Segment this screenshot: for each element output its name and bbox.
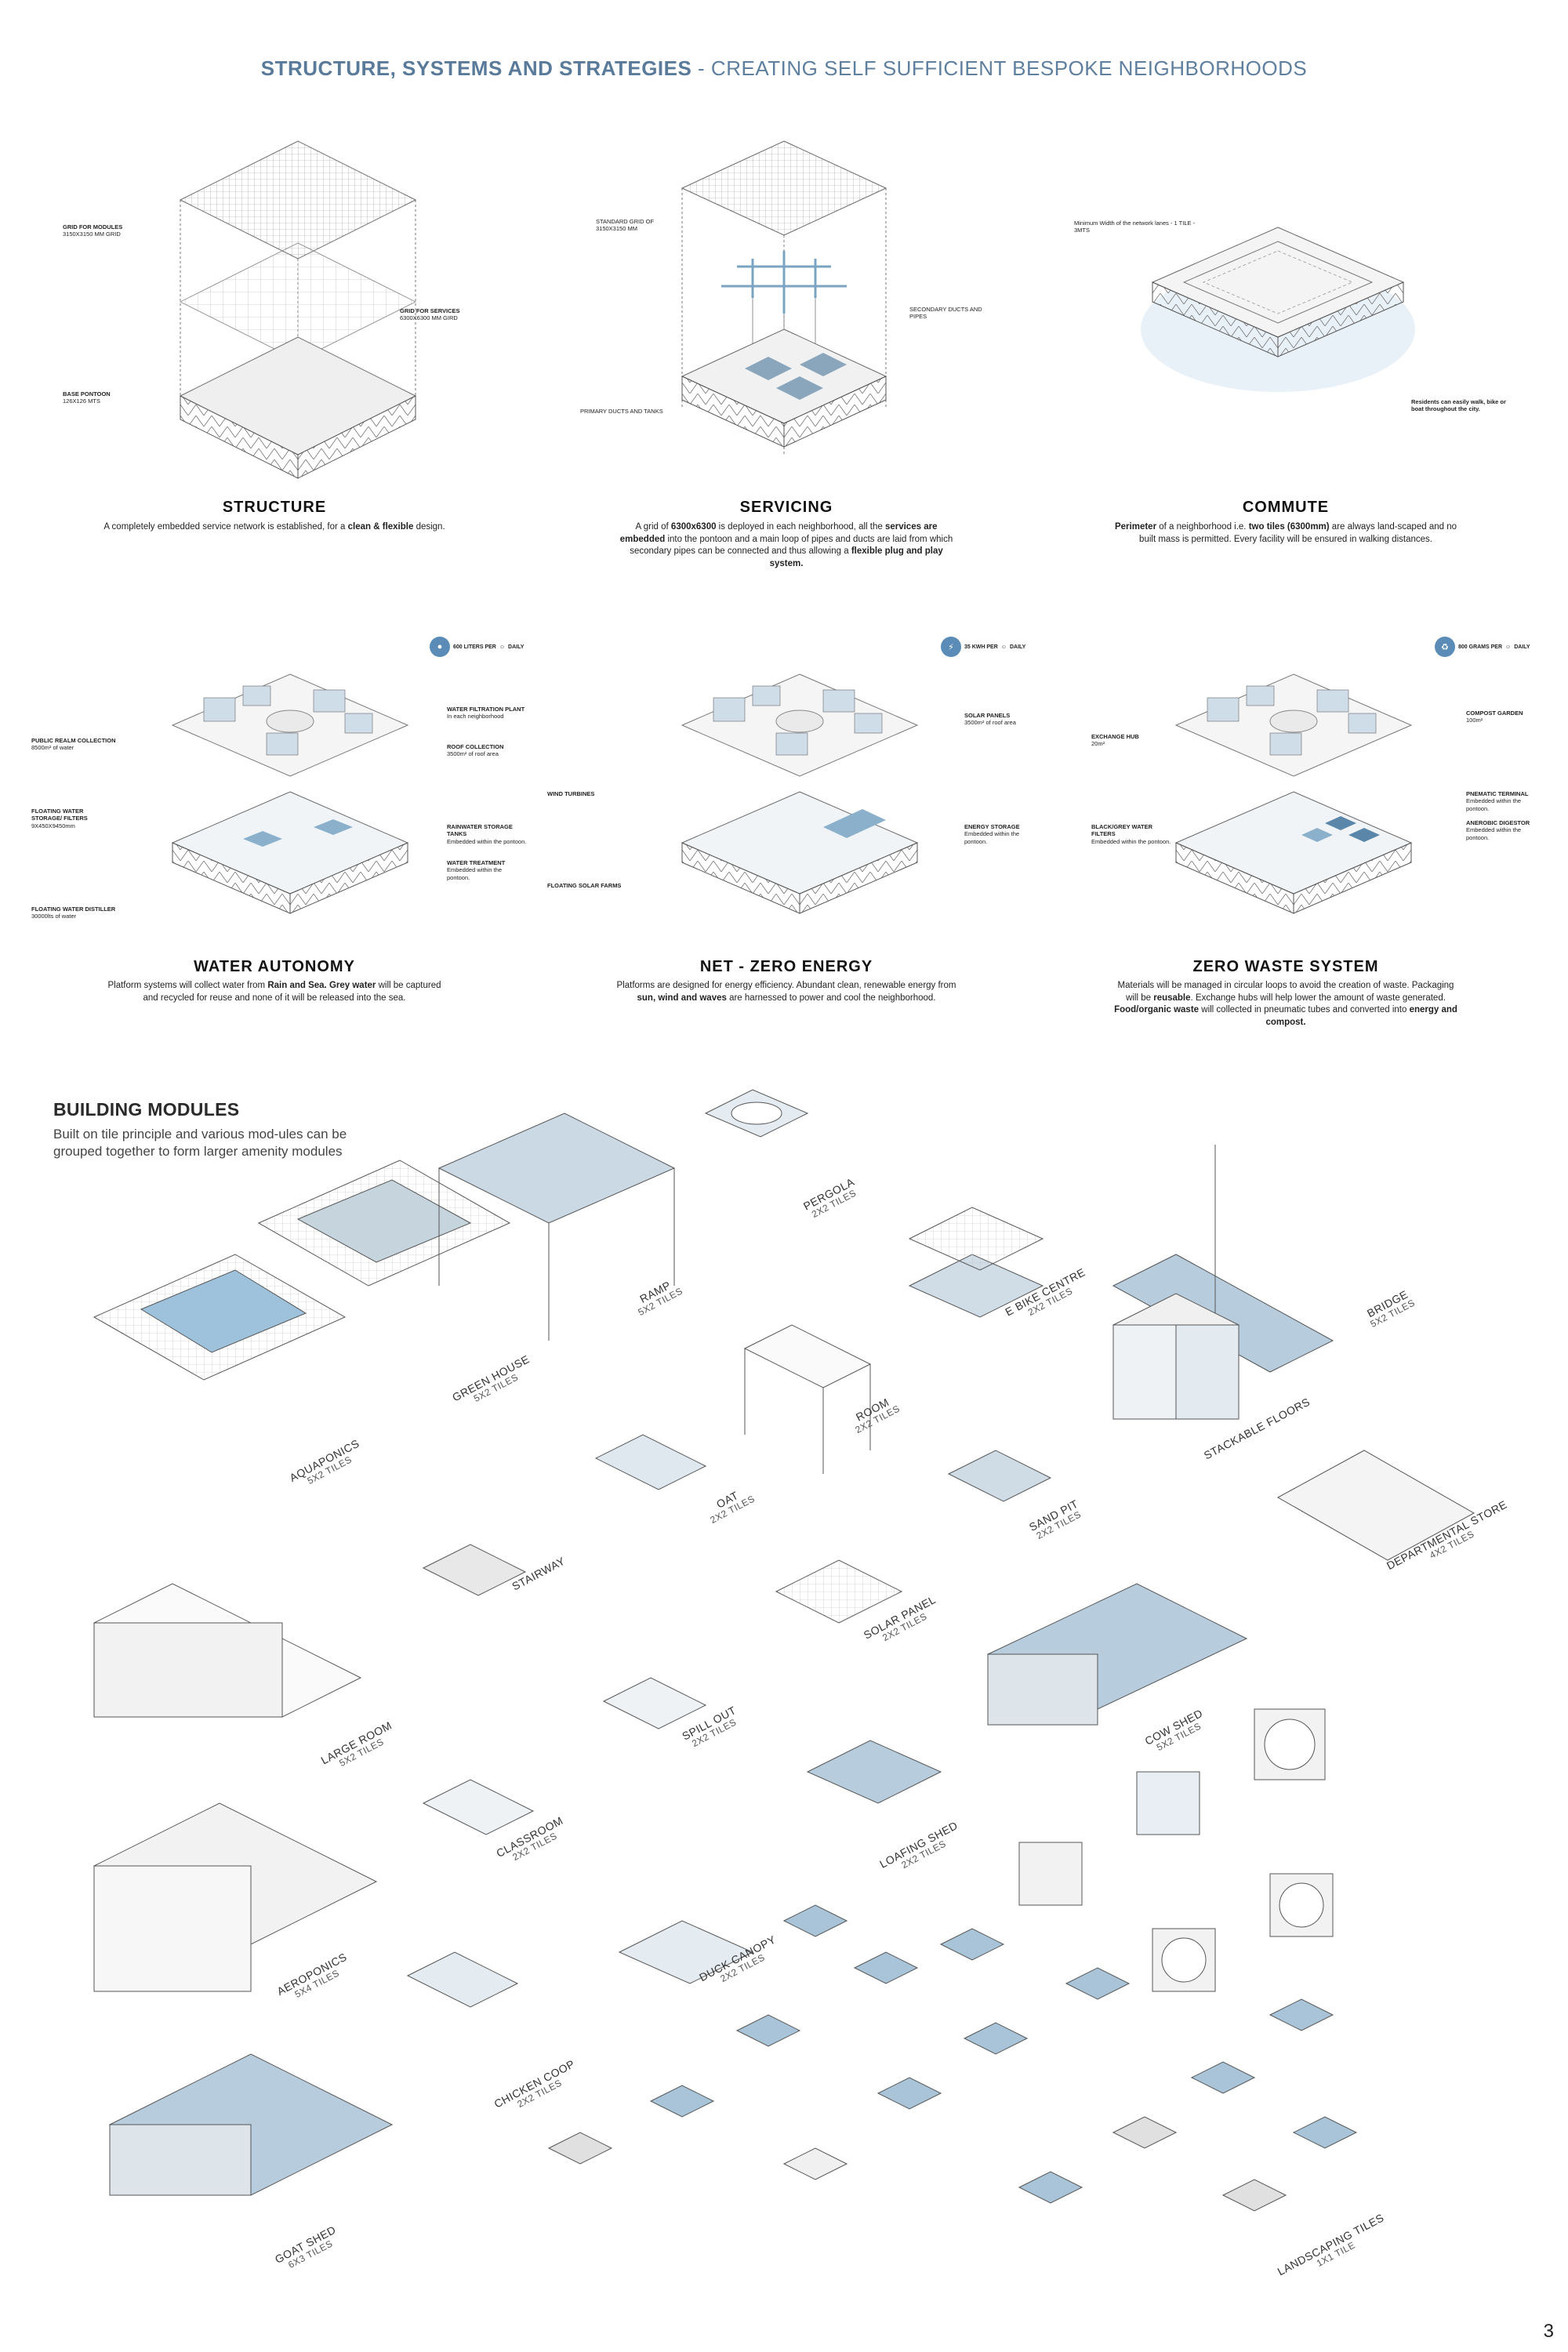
servicing-diagram bbox=[681, 140, 887, 455]
person-icon: ☺ bbox=[1000, 644, 1007, 650]
water-title: WATER AUTONOMY bbox=[194, 958, 355, 975]
waste-diagram bbox=[1174, 673, 1413, 914]
water-badge: ●600 LITERS PER☺DAILY bbox=[430, 637, 524, 657]
standard-grid-label: STANDARD GRID OF 3150X3150 MM bbox=[596, 218, 655, 233]
person-icon: ☺ bbox=[1505, 644, 1512, 650]
modules-illustration bbox=[93, 1089, 1475, 2212]
secondary-ducts-label: SECONDARY DUCTS AND PIPES bbox=[909, 306, 982, 321]
residents-label: Residents can easily walk, bike or boat … bbox=[1411, 398, 1506, 413]
structure-description: A completely embedded service network is… bbox=[103, 522, 445, 532]
commute-diagram bbox=[1141, 227, 1415, 392]
page-number: 3 bbox=[1543, 2321, 1554, 2342]
waste-badge: ♻800 GRAMS PER☺DAILY bbox=[1435, 637, 1530, 657]
page-title: STRUCTURE, SYSTEMS AND STRATEGIES - CREA… bbox=[260, 56, 1308, 80]
floating-solar-label: FLOATING SOLAR FARMS bbox=[547, 882, 622, 889]
min-width-label: Minimum Width of the network lanes - 1 T… bbox=[1074, 220, 1196, 234]
energy-diagram bbox=[681, 673, 919, 914]
structure-diagram bbox=[179, 140, 417, 479]
building-modules-title: BUILDING MODULES bbox=[53, 1099, 240, 1120]
recycle-icon: ♻ bbox=[1435, 637, 1455, 657]
commute-description: Perimeter of a neighborhood i.e. two til… bbox=[1114, 522, 1457, 544]
water-diagram bbox=[171, 673, 409, 914]
energy-description: Platforms are designed for energy effici… bbox=[616, 981, 956, 1003]
energy-badge: ⚡35 KWH PER☺DAILY bbox=[941, 637, 1025, 657]
structure-title: STRUCTURE bbox=[222, 499, 327, 516]
servicing-description: A grid of 6300x6300 is deployed in each … bbox=[619, 522, 953, 568]
water-drop-icon: ● bbox=[430, 637, 450, 657]
servicing-title: SERVICING bbox=[739, 499, 833, 516]
lightning-icon: ⚡ bbox=[941, 637, 961, 657]
primary-ducts-label: PRIMARY DUCTS AND TANKS bbox=[580, 408, 663, 415]
waste-description: Materials will be managed in circular lo… bbox=[1114, 981, 1457, 1027]
wind-turbines-label: WIND TURBINES bbox=[547, 790, 595, 797]
person-icon: ☺ bbox=[499, 644, 506, 650]
commute-title: COMMUTE bbox=[1242, 499, 1330, 516]
waste-title: ZERO WASTE SYSTEM bbox=[1192, 958, 1379, 975]
energy-title: NET - ZERO ENERGY bbox=[699, 958, 873, 975]
building-modules-description: Built on tile principle and various mod-… bbox=[53, 1127, 347, 1160]
water-description: Platform systems will collect water from… bbox=[107, 981, 441, 1003]
